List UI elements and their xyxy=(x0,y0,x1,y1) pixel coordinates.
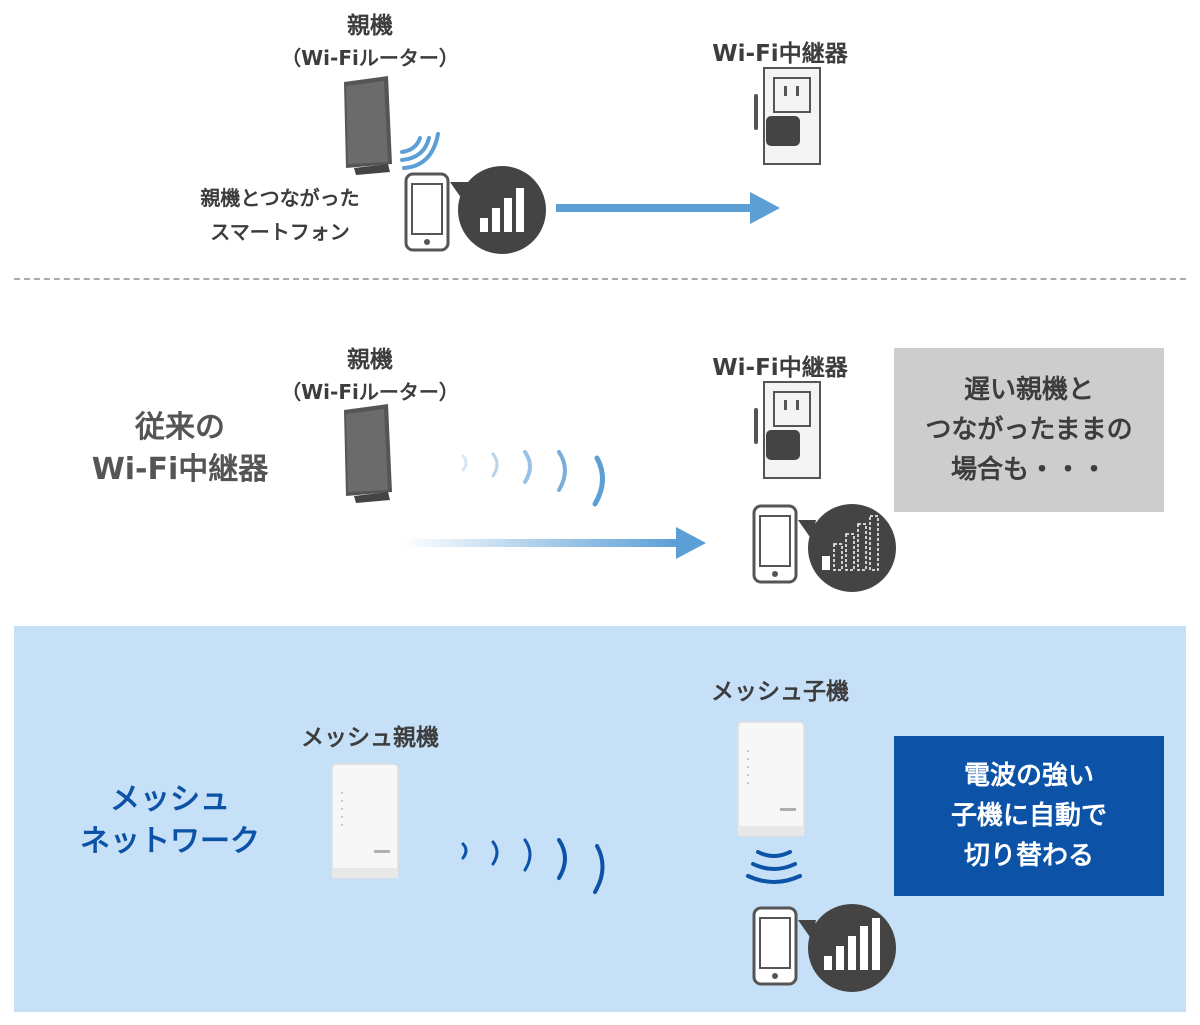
fading-wifi-waves-icon xyxy=(461,450,605,507)
bottom-note-line2: 子機に自動で xyxy=(950,801,1107,831)
bottom-note-line3: 切り替わる xyxy=(963,841,1094,871)
middle-router-label: 親機 xyxy=(347,347,393,373)
middle-note-line3: 場合も・・・ xyxy=(950,455,1107,485)
middle-router-sublabel: （Wi-Fiルーター） xyxy=(281,380,459,404)
top-router-sublabel: （Wi-Fiルーター） xyxy=(281,46,459,70)
middle-extender-label: Wi-Fi中継器 xyxy=(712,355,848,381)
middle-section-title-line1: 従来の xyxy=(135,410,225,445)
mesh-wifi-waves-icon xyxy=(461,838,605,894)
middle-section-title-line2: Wi-Fi中継器 xyxy=(91,452,269,487)
signal-weak-bubble-icon xyxy=(798,504,896,592)
bottom-section-title-line2: ネットワーク xyxy=(80,824,260,859)
middle-note-line1: 遅い親機と xyxy=(963,375,1094,405)
top-extender-label: Wi-Fi中継器 xyxy=(712,41,848,67)
bottom-note-box: 電波の強い 子機に自動で 切り替わる xyxy=(894,736,1164,896)
signal-strong-bubble-icon xyxy=(450,166,546,254)
section-divider xyxy=(14,278,1186,280)
mesh-down-waves-icon xyxy=(746,850,802,884)
arrow-right-icon xyxy=(556,192,780,224)
top-phone-label-line1: 親機とつながった xyxy=(200,186,360,210)
smartphone-icon xyxy=(404,172,450,252)
top-phone-label-line2: スマートフォン xyxy=(210,220,350,244)
mesh-child-label: メッシュ子機 xyxy=(711,679,849,705)
mesh-parent-label: メッシュ親機 xyxy=(301,725,439,751)
signal-strong-bubble-icon xyxy=(798,904,896,992)
middle-note-box: 遅い親機と つながったままの 場合も・・・ xyxy=(894,348,1164,512)
gradient-arrow-icon xyxy=(400,527,706,559)
router-icon xyxy=(344,76,392,175)
wifi-waves-icon xyxy=(400,132,440,170)
smartphone-icon xyxy=(752,504,798,584)
mesh-router-icon xyxy=(331,763,399,879)
repeater-icon xyxy=(754,381,821,479)
bottom-note-line1: 電波の強い xyxy=(963,761,1094,791)
router-icon xyxy=(344,404,392,503)
repeater-icon xyxy=(754,67,821,165)
middle-note-line2: つながったままの xyxy=(925,415,1133,445)
bottom-section-title-line1: メッシュ xyxy=(110,782,230,817)
smartphone-icon xyxy=(752,906,798,986)
top-router-label: 親機 xyxy=(347,13,393,39)
mesh-satellite-icon xyxy=(737,721,805,837)
